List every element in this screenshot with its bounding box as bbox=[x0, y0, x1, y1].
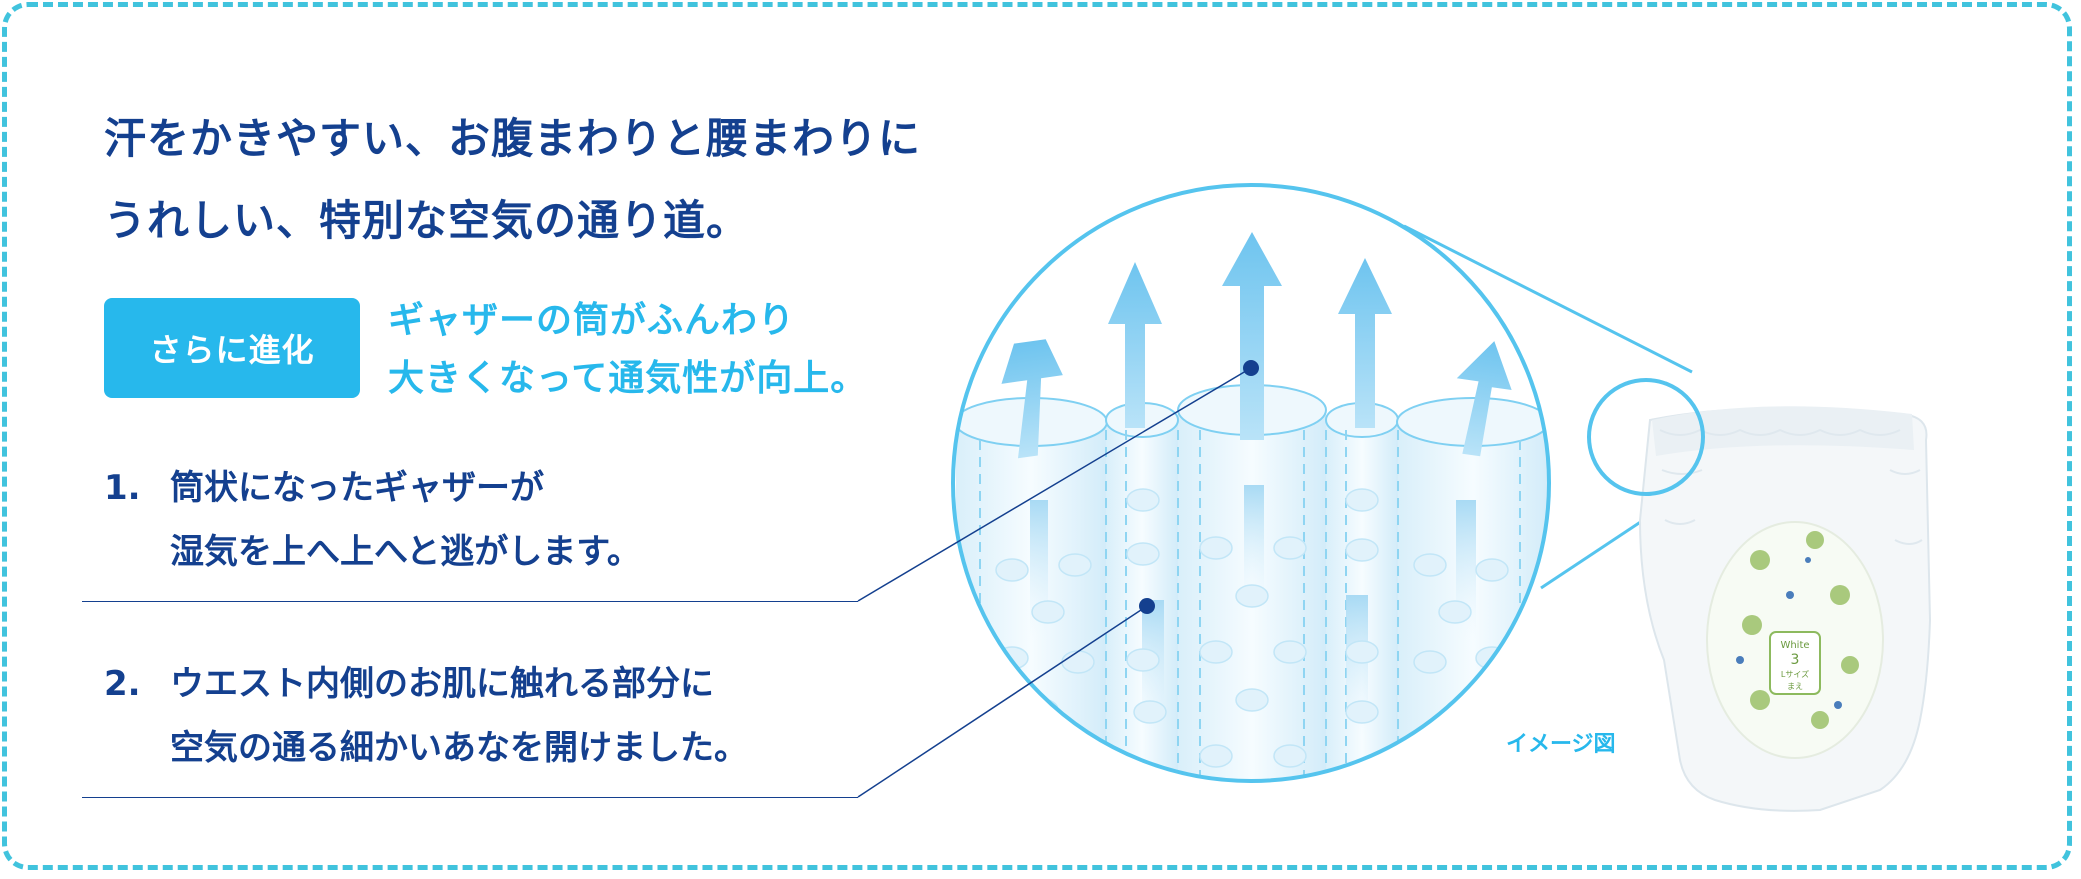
callout-dot-1 bbox=[1243, 360, 1259, 376]
point-1: 1. 筒状になったギャザーが 湿気を上へ上へと逃がします。 bbox=[104, 456, 641, 584]
point-1-rule bbox=[82, 601, 858, 602]
product-front-label: まえ bbox=[1787, 682, 1803, 691]
headline: 汗をかきやすい、お腹まわりと腰まわりに うれしい、特別な空気の通り道。 bbox=[104, 98, 921, 262]
headline-line-1: 汗をかきやすい、お腹まわりと腰まわりに bbox=[104, 114, 922, 163]
point-2-rule bbox=[82, 797, 858, 798]
point-2-line-1: ウエスト内側のお肌に触れる部分に bbox=[170, 664, 714, 704]
headline-line-2: うれしい、特別な空気の通り道。 bbox=[104, 196, 750, 245]
callout-dot-2 bbox=[1139, 598, 1155, 614]
evolution-line-2: 大きくなって通気性が向上。 bbox=[388, 358, 868, 399]
evolution-text: ギャザーの筒がふんわり 大きくなって通気性が向上。 bbox=[388, 292, 867, 408]
point-2: 2. ウエスト内側のお肌に触れる部分に 空気の通る細かいあなを開けました。 bbox=[104, 652, 748, 780]
point-1-line-1: 筒状になったギャザーが bbox=[170, 468, 544, 508]
zoom-circle bbox=[1587, 378, 1705, 496]
leader-line-1 bbox=[857, 367, 1252, 602]
point-2-number: 2. bbox=[104, 664, 141, 704]
magnified-view bbox=[951, 183, 1551, 783]
product-brand-label: White bbox=[1780, 640, 1809, 651]
air-flow-arrows bbox=[1001, 232, 1512, 459]
point-1-line-2: 湿気を上へ上へと逃がします。 bbox=[170, 532, 641, 572]
evolution-badge: さらに進化 bbox=[104, 298, 360, 398]
evolution-line-1: ギャザーの筒がふんわり bbox=[388, 300, 796, 341]
product-size-number: 3 bbox=[1791, 652, 1800, 668]
zoom-connector-bottom bbox=[1540, 519, 1643, 590]
point-1-number: 1. bbox=[104, 468, 141, 508]
leader-line-2 bbox=[857, 605, 1148, 798]
diaper-product-image: White 3 Lサイズ まえ bbox=[1638, 406, 1932, 812]
product-size-label: Lサイズ bbox=[1781, 669, 1809, 679]
point-2-line-2: 空気の通る細かいあなを開けました。 bbox=[170, 728, 748, 768]
image-caption: イメージ図 bbox=[1506, 732, 1616, 757]
zoom-connector-top bbox=[1403, 224, 1693, 374]
